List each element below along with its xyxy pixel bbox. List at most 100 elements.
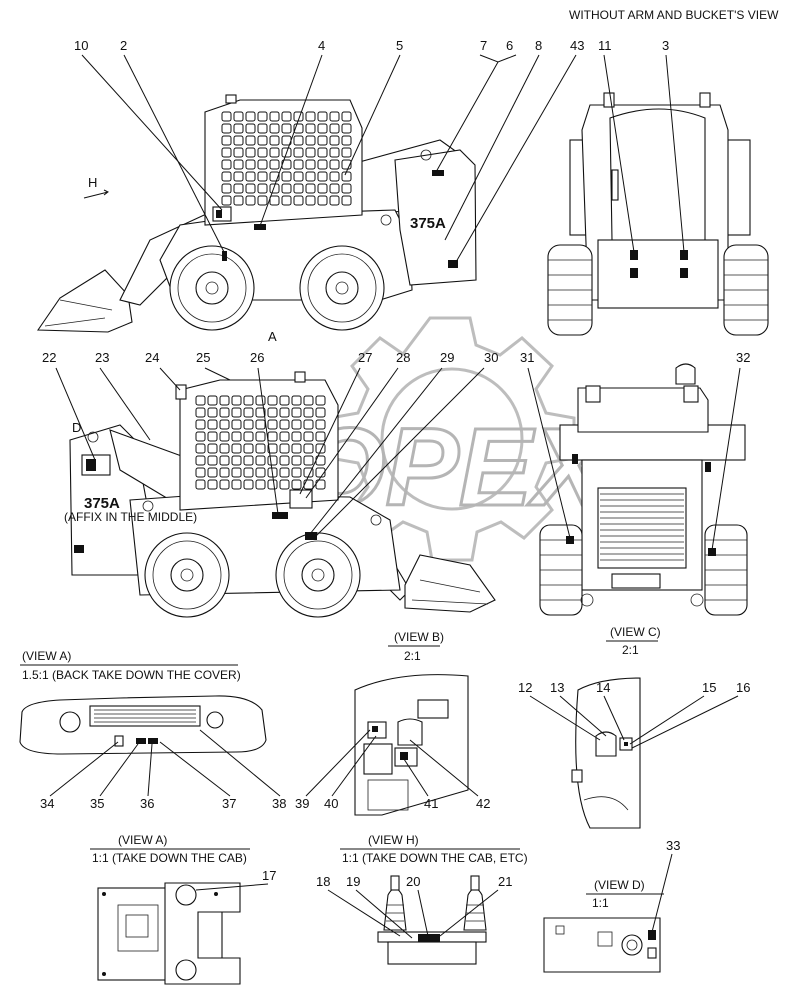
- cab-grid-cell: [255, 455, 266, 466]
- cab-grid-cell: [341, 135, 352, 146]
- callout-16: 16: [736, 680, 750, 695]
- view-b-scale: 2:1: [404, 649, 421, 663]
- cab-grid-cell: [267, 395, 278, 406]
- callout-11: 11: [598, 38, 612, 53]
- decal-28: [289, 489, 313, 509]
- callout-33: 33: [666, 838, 680, 853]
- cab-grid-cell: [305, 135, 316, 146]
- callout-5: 5: [396, 38, 403, 53]
- cab-grid-cell: [221, 147, 232, 158]
- decal-20: [418, 934, 440, 942]
- cab-grid-cell: [291, 455, 302, 466]
- cab-grid-cell: [329, 135, 340, 146]
- cab-grid-cell: [257, 123, 268, 134]
- cab-grid-cell: [219, 395, 230, 406]
- cab-grid-cell: [267, 431, 278, 442]
- view-d: (VIEW D) 1:1: [543, 878, 664, 973]
- cab-grid-cell: [303, 431, 314, 442]
- cab-grid-cell: [219, 419, 230, 430]
- model-badge-bottom: 375A: [84, 495, 120, 512]
- cab-grid-cell: [293, 195, 304, 206]
- cab-grid-cell: [221, 123, 232, 134]
- cab-grid-cell: [221, 171, 232, 182]
- cab-grid-cell: [219, 455, 230, 466]
- cab-grid-cell: [231, 467, 242, 478]
- cab-grid-cell: [315, 431, 326, 442]
- view-h-scale: 1:1 (TAKE DOWN THE CAB, ETC): [342, 851, 528, 865]
- cab-grid-cell: [231, 479, 242, 490]
- decal-11-b: [630, 268, 638, 278]
- marker-h: H: [88, 175, 97, 190]
- decal-33: [648, 930, 656, 940]
- cab-grid-cell: [233, 159, 244, 170]
- cab-grid-cell: [329, 123, 340, 134]
- cab-grid-cell: [221, 195, 232, 206]
- cab-grid-cell: [315, 395, 326, 406]
- cab-grid-cell: [293, 183, 304, 194]
- decal-14: [624, 742, 628, 746]
- cab-grid-cell: [207, 467, 218, 478]
- callout-32: 32: [736, 350, 750, 365]
- decal-29: [305, 532, 317, 540]
- cab-grid-cell: [245, 123, 256, 134]
- view-a-scale: 1.5:1 (BACK TAKE DOWN THE COVER): [22, 668, 241, 682]
- callout-39: 39: [295, 796, 309, 811]
- cab-grid-cell: [329, 111, 340, 122]
- cab-grid-cell: [195, 395, 206, 406]
- cab-grid-cell: [267, 419, 278, 430]
- cab-grid-cell: [257, 159, 268, 170]
- cab-grid-cell: [329, 195, 340, 206]
- view-d-scale: 1:1: [592, 896, 609, 910]
- decal-41: [400, 752, 408, 760]
- view-d-title: (VIEW D): [594, 878, 645, 892]
- cab-handle: [225, 94, 237, 104]
- callout-42: 42: [476, 796, 490, 811]
- callout-6: 6: [506, 38, 513, 53]
- callout-26: 26: [250, 350, 264, 365]
- view-a-top: (VIEW A) 1.5:1 (BACK TAKE DOWN THE COVER…: [19, 649, 267, 755]
- cab-grid-cell: [195, 407, 206, 418]
- cab-grid-cell: [255, 395, 266, 406]
- rear-cab-top: [577, 387, 709, 433]
- cab-grid-cell: [267, 443, 278, 454]
- watermark-gear-icon: [328, 316, 576, 562]
- cab-grid-cell: [269, 147, 280, 158]
- cab-grid-cell: [207, 395, 218, 406]
- cab-grid-cell: [233, 183, 244, 194]
- view-a-bottom-scale: 1:1 (TAKE DOWN THE CAB): [92, 851, 247, 865]
- bucket-2: [404, 554, 496, 613]
- callout-2: 2: [120, 38, 127, 53]
- cab-grid-cell: [305, 147, 316, 158]
- decal-2: [222, 251, 227, 261]
- cab-grid-cell: [317, 171, 328, 182]
- cab-grid-cell: [303, 443, 314, 454]
- cab-grid-cell: [303, 407, 314, 418]
- view-b-filter: [397, 718, 423, 746]
- cab-grid-cell: [195, 443, 206, 454]
- cab-grid-cell: [279, 431, 290, 442]
- cab-grid-cell: [255, 407, 266, 418]
- cab-grid-cell: [255, 443, 266, 454]
- cab-grid-cell: [245, 159, 256, 170]
- callout-29: 29: [440, 350, 454, 365]
- callout-35: 35: [90, 796, 104, 811]
- front-wheel-2: [144, 532, 230, 618]
- cab-grid-cell: [245, 171, 256, 182]
- rear-left-track: [539, 524, 583, 616]
- decal-17: [175, 884, 197, 906]
- view-c: (VIEW C) 2:1: [571, 625, 661, 829]
- callout-27: 27: [358, 350, 372, 365]
- view-c-scale: 2:1: [622, 643, 639, 657]
- rear-right-track: [704, 524, 748, 616]
- cab-grid-cell: [329, 171, 340, 182]
- beacon-icon: [675, 363, 696, 385]
- callout-18: 18: [316, 874, 330, 889]
- cab-grid-cell: [341, 123, 352, 134]
- callouts-view-b: 39 40 41 42: [295, 729, 490, 811]
- cab-grid-cell: [255, 419, 266, 430]
- model-badge-top: 375A: [410, 215, 446, 232]
- cab-grid-cell: [243, 419, 254, 430]
- cab-grid-cell: [231, 419, 242, 430]
- callout-31: 31: [520, 350, 534, 365]
- view-b: (VIEW B) 2:1: [354, 630, 469, 816]
